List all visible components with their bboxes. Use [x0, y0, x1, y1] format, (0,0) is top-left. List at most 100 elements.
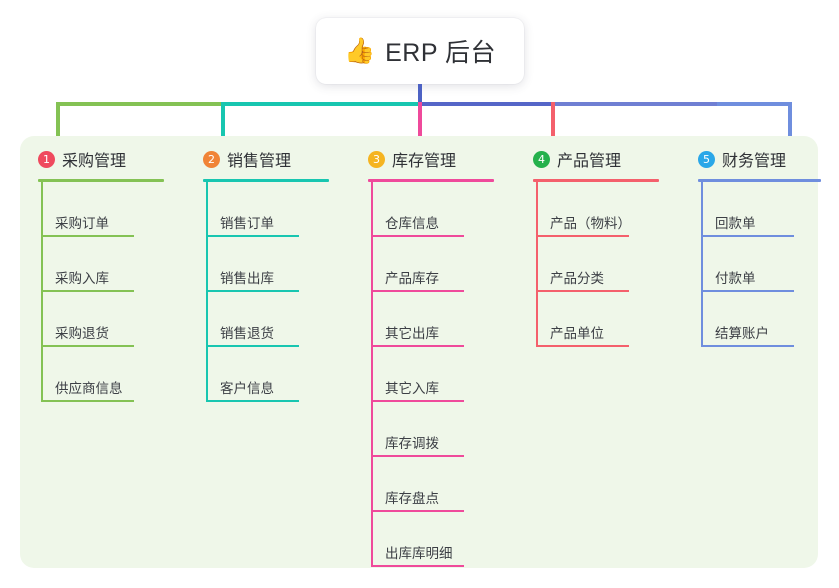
column-badge-icon: 5	[698, 150, 715, 168]
column-header-5[interactable]: 5 财务管理	[680, 144, 839, 174]
column-header-3[interactable]: 3 库存管理	[350, 144, 515, 174]
list-item-label: 付款单	[715, 271, 756, 286]
list-item[interactable]: 采购入库	[41, 237, 185, 292]
column-5: 5 财务管理回款单付款单结算账户	[680, 136, 839, 568]
list-item[interactable]: 其它入库	[371, 347, 515, 402]
column-4: 4 产品管理产品（物料） 产品分类产品单位	[515, 136, 680, 568]
list-item-label: 产品单位	[550, 326, 604, 341]
list-item-rule	[41, 235, 134, 237]
list-item-label: 回款单	[715, 216, 756, 231]
column-header-1[interactable]: 1 采购管理	[20, 144, 185, 174]
column-1: 1 采购管理采购订单采购入库采购退货供应商信息	[20, 136, 185, 568]
column-header-rule	[38, 179, 164, 182]
list-item[interactable]: 回款单	[701, 182, 839, 237]
list-item[interactable]: 销售订单	[206, 182, 350, 237]
column-title: 采购管理	[62, 153, 127, 170]
list-item-rule	[536, 235, 629, 237]
list-item[interactable]: 采购退货	[41, 292, 185, 347]
column-spine	[701, 182, 703, 347]
list-item-rule	[371, 290, 464, 292]
column-badge-icon: 2	[203, 150, 220, 168]
list-item[interactable]: 产品（物料）	[536, 182, 680, 237]
list-item[interactable]: 销售出库	[206, 237, 350, 292]
thumbs-up-icon: 👍	[343, 36, 376, 65]
column-title: 库存管理	[392, 153, 457, 170]
column-spine	[371, 182, 373, 567]
list-item[interactable]: 采购订单	[41, 182, 185, 237]
root-node-title: ERP 后台	[385, 39, 497, 67]
column-header-rule	[533, 179, 659, 182]
column-item-list: 销售订单销售出库销售退货客户信息	[206, 182, 350, 402]
column-header-rule	[698, 179, 821, 182]
list-item-label: 销售订单	[220, 216, 274, 231]
list-item-rule	[701, 235, 794, 237]
column-item-list: 仓库信息产品库存其它出库其它入库库存调拨库存盘点出库库明细	[371, 182, 515, 567]
column-header-2[interactable]: 2 销售管理	[185, 144, 350, 174]
list-item-rule	[206, 400, 299, 402]
list-item-rule	[371, 400, 464, 402]
list-item-label: 销售退货	[220, 326, 274, 341]
list-item[interactable]: 产品库存	[371, 237, 515, 292]
list-item-rule	[371, 510, 464, 512]
column-title: 财务管理	[722, 153, 787, 170]
column-header-4[interactable]: 4 产品管理	[515, 144, 680, 174]
list-item-label: 产品（物料）	[550, 216, 631, 231]
list-item-label: 客户信息	[220, 381, 274, 396]
list-item-rule	[41, 400, 134, 402]
column-3: 3 库存管理仓库信息产品库存其它出库其它入库库存调拨库存盘点出库库明细	[350, 136, 515, 568]
column-header-rule	[368, 179, 494, 182]
list-item[interactable]: 仓库信息	[371, 182, 515, 237]
list-item-rule	[371, 455, 464, 457]
list-item-label: 库存盘点	[385, 491, 439, 506]
list-item[interactable]: 产品分类	[536, 237, 680, 292]
column-title: 销售管理	[227, 153, 292, 170]
list-item-rule	[371, 235, 464, 237]
column-badge-icon: 1	[38, 150, 55, 168]
list-item[interactable]: 结算账户	[701, 292, 839, 347]
list-item-rule	[701, 290, 794, 292]
list-item-label: 采购订单	[55, 216, 109, 231]
column-title: 产品管理	[557, 153, 622, 170]
column-spine	[536, 182, 538, 347]
list-item[interactable]: 库存调拨	[371, 402, 515, 457]
list-item[interactable]: 付款单	[701, 237, 839, 292]
column-header-rule	[203, 179, 329, 182]
list-item-label: 产品库存	[385, 271, 439, 286]
list-item-rule	[206, 235, 299, 237]
column-item-list: 产品（物料） 产品分类产品单位	[536, 182, 680, 347]
list-item[interactable]: 其它出库	[371, 292, 515, 347]
root-node-erp-backend[interactable]: 👍 ERP 后台	[316, 18, 524, 84]
list-item-rule	[371, 345, 464, 347]
list-item-label: 采购入库	[55, 271, 109, 286]
list-item[interactable]: 供应商信息	[41, 347, 185, 402]
list-item-rule	[536, 345, 629, 347]
list-item-label: 结算账户	[715, 326, 769, 341]
list-item-rule	[371, 565, 464, 567]
list-item[interactable]: 出库库明细	[371, 512, 515, 567]
list-item-label: 销售出库	[220, 271, 274, 286]
list-item-label: 其它出库	[385, 326, 439, 341]
list-item-rule	[536, 290, 629, 292]
diagram-panel-background	[20, 136, 818, 568]
column-spine	[41, 182, 43, 402]
list-item-label: 其它入库	[385, 381, 439, 396]
column-badge-icon: 3	[368, 150, 385, 168]
list-item-label: 供应商信息	[55, 381, 123, 396]
list-item-label: 库存调拨	[385, 436, 439, 451]
list-item[interactable]: 产品单位	[536, 292, 680, 347]
list-item-label: 出库库明细	[385, 546, 453, 561]
list-item[interactable]: 销售退货	[206, 292, 350, 347]
list-item-rule	[206, 290, 299, 292]
list-item-label: 仓库信息	[385, 216, 439, 231]
list-item-label: 采购退货	[55, 326, 109, 341]
list-item-rule	[206, 345, 299, 347]
list-item[interactable]: 客户信息	[206, 347, 350, 402]
list-item-rule	[41, 345, 134, 347]
column-2: 2 销售管理销售订单销售出库销售退货客户信息	[185, 136, 350, 568]
list-item[interactable]: 库存盘点	[371, 457, 515, 512]
column-item-list: 回款单付款单结算账户	[701, 182, 839, 347]
column-item-list: 采购订单采购入库采购退货供应商信息	[41, 182, 185, 402]
column-spine	[206, 182, 208, 402]
list-item-rule	[701, 345, 794, 347]
column-badge-icon: 4	[533, 150, 550, 168]
